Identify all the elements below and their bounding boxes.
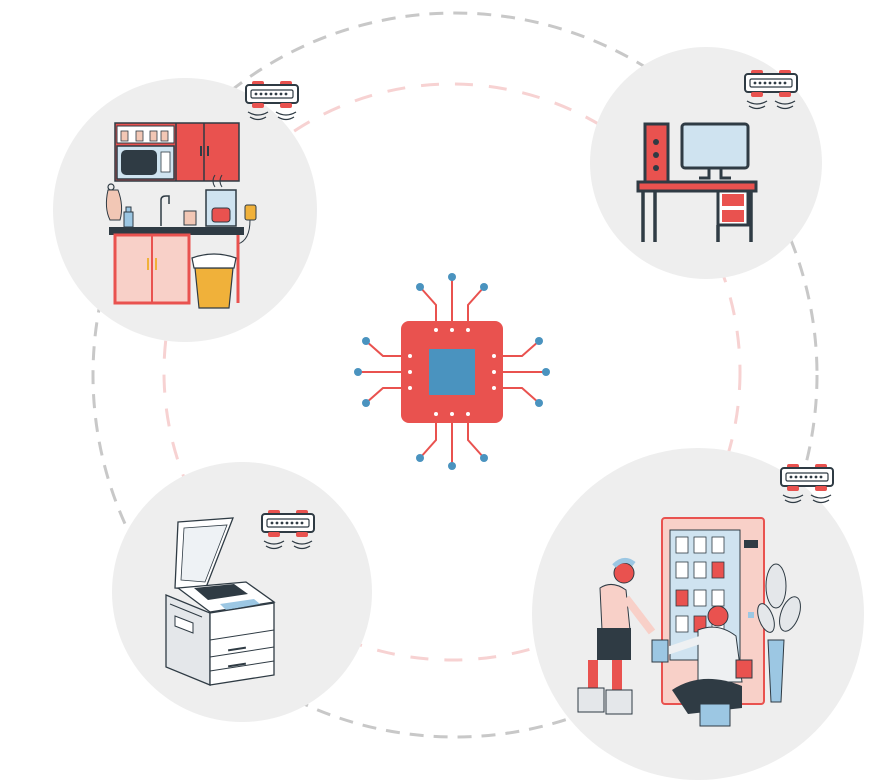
microchip-icon [354,273,550,470]
desktop-computer-icon [636,122,758,242]
workstation-node [590,47,822,279]
kitchen-node [53,78,317,342]
kitchen-icon [105,122,257,309]
vending-machine-icon [577,517,801,727]
printer-node [112,462,372,722]
photocopier-icon [165,517,276,686]
outer-network-ring [91,11,819,739]
vending-node [532,448,864,780]
inner-network-ring [162,82,742,662]
